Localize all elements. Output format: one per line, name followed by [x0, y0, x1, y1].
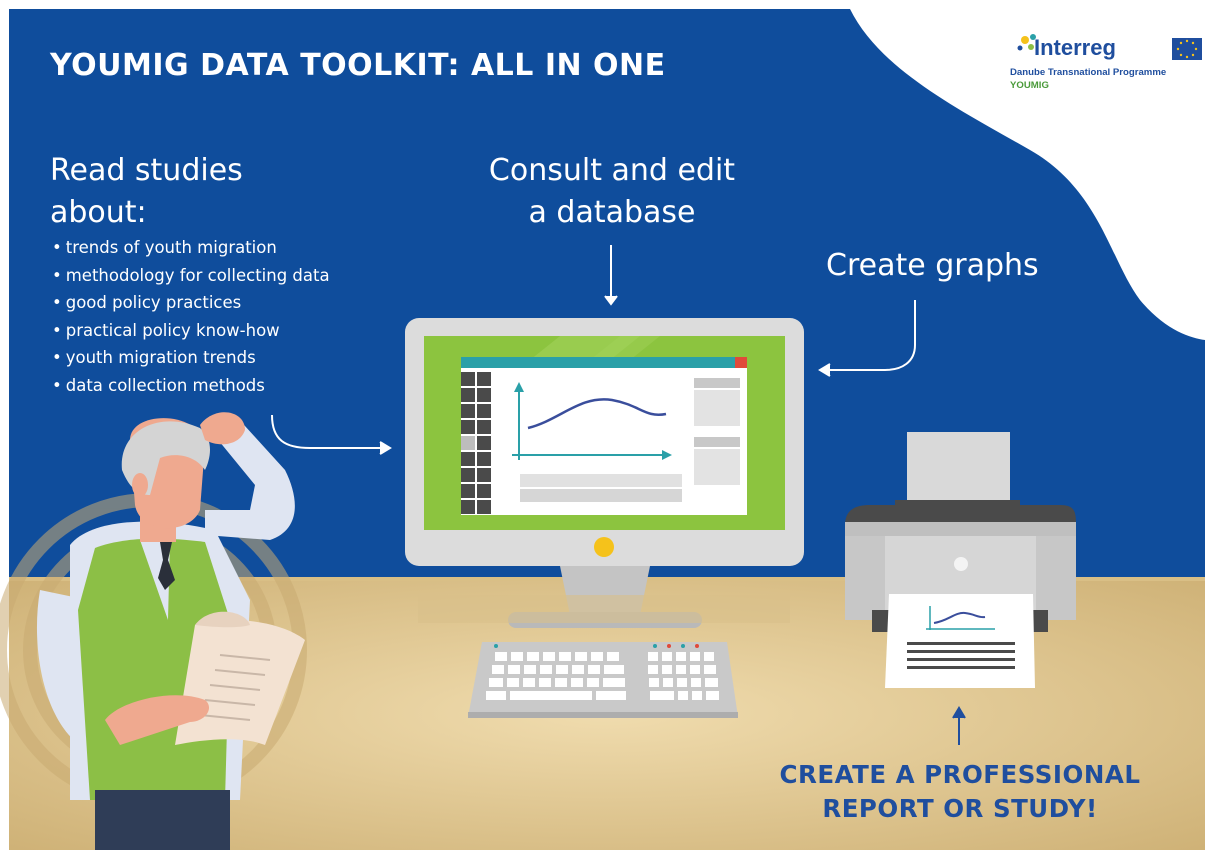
consult-database-label: Consult and edit a database [462, 150, 762, 234]
main-title: YOUMIG DATA TOOLKIT: ALL IN ONE [50, 48, 666, 83]
white-wave [850, 9, 1205, 340]
cta-line2: REPORT OR STUDY! [822, 794, 1098, 823]
logo-programme: Danube Transnational Programme [1010, 67, 1167, 78]
study-topics-list: trends of youth migration methodology fo… [52, 234, 330, 400]
consult-line1: Consult and edit [488, 153, 736, 188]
cta-arrow [952, 706, 966, 745]
list-item: good policy practices [52, 289, 330, 317]
list-item: youth migration trends [52, 344, 330, 372]
cta-line1: CREATE A PROFESSIONAL [779, 760, 1141, 789]
logo-project: YOUMIG [1010, 80, 1049, 91]
read-studies-line1: Read studies [50, 153, 243, 188]
consult-line2: a database [528, 195, 696, 230]
call-to-action: CREATE A PROFESSIONAL REPORT OR STUDY! [730, 758, 1190, 826]
interreg-logo-mark [1017, 34, 1036, 51]
read-studies-line2: about: [50, 195, 147, 230]
eu-flag [1172, 38, 1202, 60]
list-item: data collection methods [52, 372, 330, 400]
printer [845, 432, 1076, 688]
man-figure [36, 412, 305, 850]
keyboard [468, 642, 738, 718]
read-studies-heading: Read studies about: [50, 150, 243, 234]
list-item: methodology for collecting data [52, 262, 330, 290]
monitor [405, 318, 804, 628]
list-item: practical policy know-how [52, 317, 330, 345]
list-item: trends of youth migration [52, 234, 330, 262]
create-graphs-label: Create graphs [826, 248, 1039, 283]
arrows [271, 245, 916, 455]
interreg-logo: Interreg Danube Transnational Programme … [1010, 35, 1200, 95]
logo-wordmark: Interreg [1034, 35, 1116, 60]
